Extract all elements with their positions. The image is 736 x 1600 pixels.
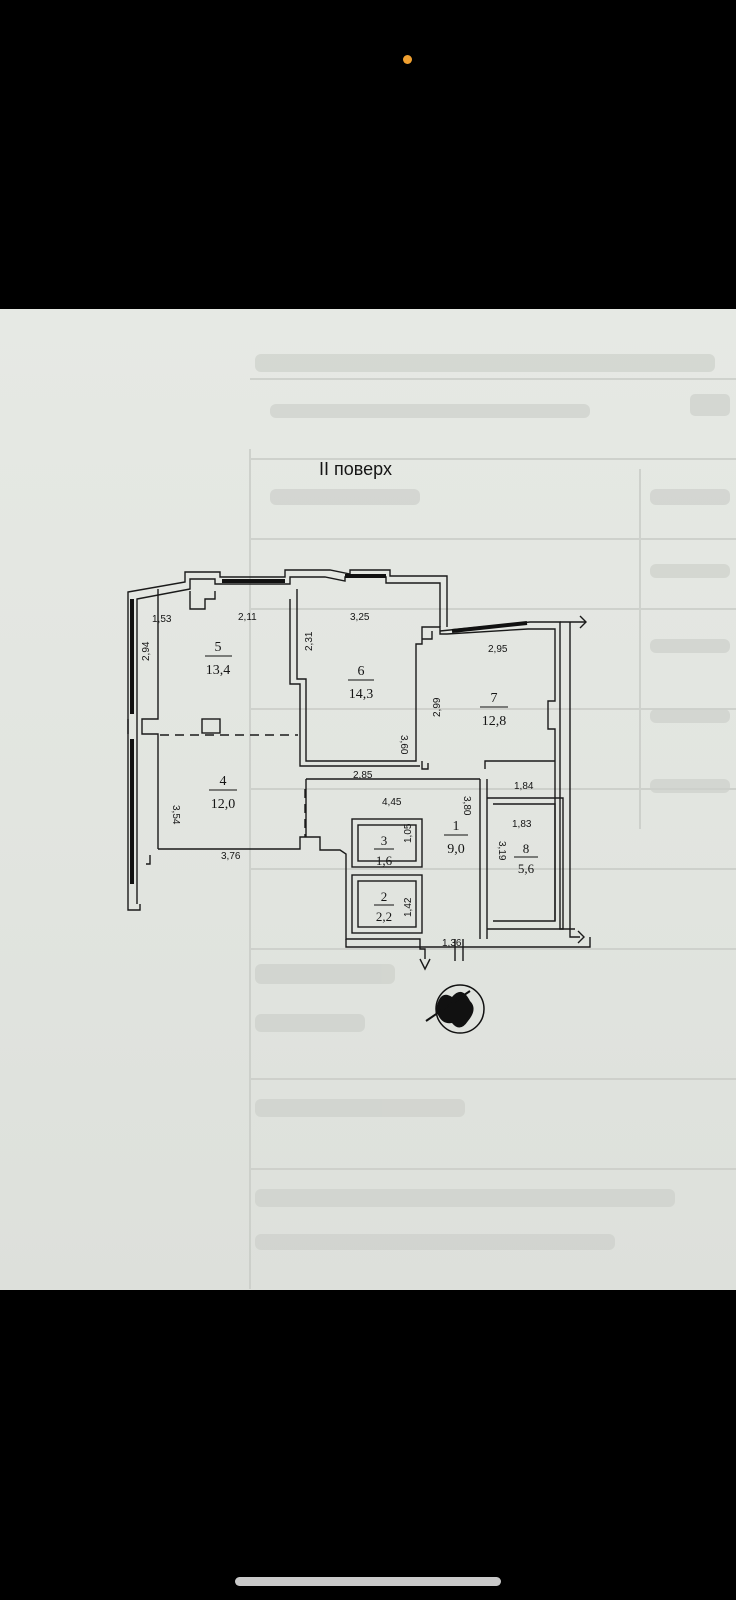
room-4: 4 12,0 <box>209 774 237 812</box>
dimension-label: 1,36 <box>442 938 462 949</box>
room-area: 2,2 <box>376 909 392 924</box>
room-area: 12,0 <box>211 797 236 812</box>
window-walls <box>130 574 528 884</box>
room-1: 1 9,0 <box>444 819 468 857</box>
room-6: 6 14,3 <box>348 664 374 702</box>
dimension-label: 2,94 <box>141 641 152 661</box>
room-number: 1 <box>453 819 460 834</box>
room-number: 8 <box>523 841 530 856</box>
dimension-label: 2,31 <box>304 631 315 651</box>
compass-icon <box>425 984 485 1034</box>
dimension-label: 4,45 <box>382 797 402 808</box>
room-7: 7 12,8 <box>480 691 508 729</box>
dimension-label: 2,99 <box>432 697 443 717</box>
floor-plan-photo: II поверх <box>0 309 736 1290</box>
home-indicator-icon[interactable] <box>235 1577 501 1586</box>
dimension-label: 3,60 <box>398 735 409 755</box>
bleed-through-lines <box>249 378 736 1289</box>
room-area: 5,6 <box>518 861 535 876</box>
room-8: 8 5,6 <box>514 841 538 876</box>
room-number: 2 <box>381 889 388 904</box>
floor-plan-svg: II поверх <box>127 354 736 1289</box>
room-number: 6 <box>358 664 365 679</box>
bleed-through-blurs <box>255 354 730 1250</box>
dimension-labels: 1,53 2,11 3,25 2,94 2,31 3,60 2,85 2,95 … <box>141 612 534 949</box>
dimension-label: 3,19 <box>496 841 507 861</box>
dimension-label: 1,53 <box>152 614 172 625</box>
room-number: 3 <box>381 833 388 848</box>
room-area: 9,0 <box>447 842 465 857</box>
dimension-label: 1,83 <box>512 819 532 830</box>
dimension-label: 2,11 <box>238 612 257 623</box>
room-number: 4 <box>220 774 227 789</box>
room-area: 12,8 <box>482 714 507 729</box>
status-dot-icon <box>403 55 412 64</box>
dimension-label: 3,25 <box>350 612 370 623</box>
dashed-dividers <box>160 734 306 837</box>
room-2: 2 2,2 <box>374 889 394 924</box>
room-number: 5 <box>215 640 222 655</box>
room-number: 7 <box>491 691 498 706</box>
room-area: 1,6 <box>376 853 393 868</box>
walls <box>127 569 591 971</box>
room-area: 13,4 <box>206 663 231 678</box>
room-5: 5 13,4 <box>205 640 232 678</box>
dimension-label: 1,42 <box>403 897 414 917</box>
dimension-label: 2,95 <box>488 644 508 655</box>
room-labels: 5 13,4 6 14,3 7 12,8 4 12,0 1 <box>205 640 538 924</box>
room-3: 3 1,6 <box>374 833 394 868</box>
room-area: 14,3 <box>349 687 374 702</box>
dimension-label: 1,05 <box>403 823 414 843</box>
dimension-label: 3,80 <box>461 796 472 816</box>
floor-heading: II поверх <box>319 459 392 479</box>
dimension-label: 2,85 <box>353 770 373 781</box>
dimension-label: 1,84 <box>514 781 534 792</box>
dimension-label: 3,54 <box>170 805 181 825</box>
dimension-label: 3,76 <box>221 851 241 862</box>
